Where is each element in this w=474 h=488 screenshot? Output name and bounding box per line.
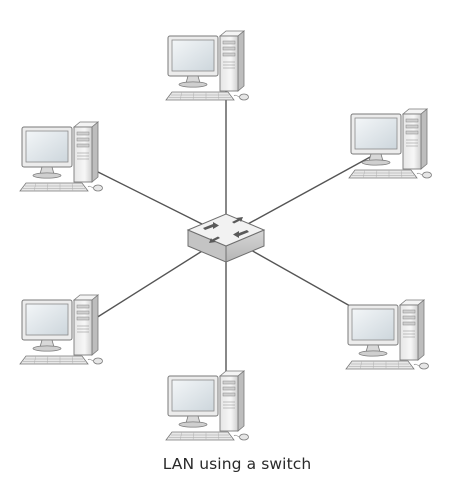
computer-lower-right [345, 299, 429, 370]
network-switch-icon [186, 213, 266, 263]
computer-upper-left [19, 121, 103, 192]
diagram-caption: LAN using a switch [162, 455, 312, 473]
cable-upper-right [225, 155, 373, 237]
computer-bottom [165, 370, 249, 441]
computer-upper-right [348, 108, 432, 179]
computer-top [165, 30, 249, 101]
computer-lower-left [19, 294, 103, 365]
